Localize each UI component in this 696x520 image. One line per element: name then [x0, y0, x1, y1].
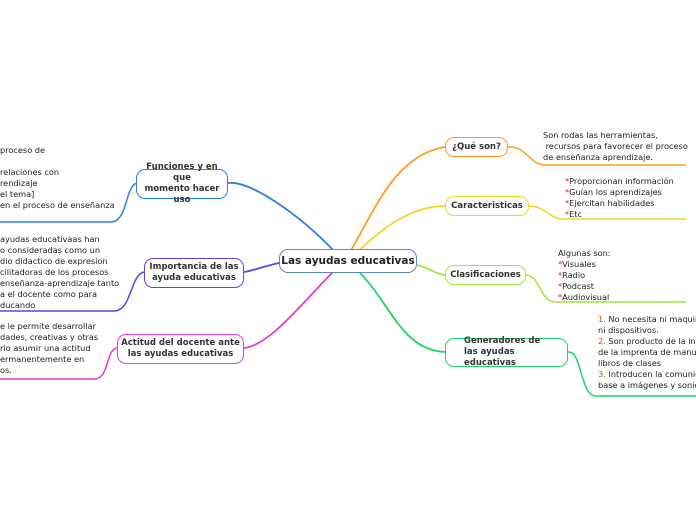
clasificaciones-item-text: Audiovisual	[562, 292, 610, 302]
importancia-line: ayudas educativaas han	[0, 234, 100, 244]
topic-generadores[interactable]: Generadores de las ayudas educativas	[445, 336, 568, 368]
generadores-number: 2.	[598, 336, 606, 346]
actitud-line: e le permite desarrollar	[0, 321, 96, 331]
importancia-line: ducando	[0, 300, 36, 310]
caracteristicas-item-text: Ejercitan habilidades	[569, 198, 655, 208]
generadores-line: 3. Introducen la comunica	[598, 369, 696, 380]
funciones-text: proceso de relaciones con rendizaje el t…	[0, 145, 115, 211]
bullet-asterisk: *	[565, 187, 570, 197]
clasificaciones-intro: Algunas son:	[558, 248, 611, 258]
topic-funciones[interactable]: Funciones y en que momento hacer uso	[136, 162, 228, 205]
clasificaciones-item-text: Visuales	[562, 259, 596, 269]
underline-que-son	[507, 146, 686, 166]
funciones-line: proceso de	[0, 145, 46, 155]
connector-importancia	[243, 261, 284, 273]
funciones-line: relaciones con	[0, 167, 60, 177]
actitud-line: ermanentemente en	[0, 354, 85, 364]
generadores-line-text: Son producto de la intr	[605, 336, 696, 346]
caracteristicas-item: *Proporcionan información	[565, 176, 674, 187]
que-son-text: Son rodas las herramientas, recursos par…	[543, 130, 688, 163]
que-son-line: Son rodas las herramientas,	[543, 130, 658, 140]
generadores-line-text: No necesita ni maquina	[605, 314, 696, 324]
funciones-line: en el proceso de enseñanza	[0, 200, 115, 210]
caracteristicas-item-text: Proporcionan información	[569, 176, 674, 186]
generadores-line-text: ni dispositivos.	[598, 325, 659, 335]
generadores-line: 2. Son producto de la intr	[598, 336, 696, 347]
underline-importancia	[0, 271, 145, 312]
caracteristicas-list: *Proporcionan información *Guían los apr…	[565, 176, 674, 220]
connector-generadores	[354, 267, 446, 353]
funciones-line: rendizaje	[0, 178, 38, 188]
bullet-asterisk: *	[565, 209, 570, 219]
topic-que-son[interactable]: ¿Qué son?	[445, 137, 508, 157]
generadores-line: base a imágenes y sonido	[598, 380, 696, 391]
underline-generadores	[567, 351, 696, 397]
generadores-line-text: libros de clases	[598, 358, 662, 368]
importancia-line: dio didactico de expresion	[0, 256, 108, 266]
generadores-list: 1. No necesita ni maquina ni dispositivo…	[598, 314, 696, 391]
actitud-line: rio asumir una actitud	[0, 343, 91, 353]
generadores-number: 1.	[598, 314, 606, 324]
clasificaciones-item: *Podcast	[558, 281, 611, 292]
importancia-line: o consideradas como un	[0, 245, 101, 255]
que-son-line: recursos para favorecer el proceso	[543, 141, 688, 151]
actitud-line: dades, creativas y otras	[0, 332, 99, 342]
caracteristicas-item: *Ejercitan habilidades	[565, 198, 674, 209]
generadores-line: ni dispositivos.	[598, 325, 696, 336]
bullet-asterisk: *	[558, 259, 563, 269]
generadores-line-text: base a imágenes y sonido	[598, 380, 696, 390]
generadores-number: 3.	[598, 369, 606, 379]
generadores-line-text: de la imprenta de manual	[598, 347, 696, 357]
clasificaciones-item: *Visuales	[558, 259, 611, 270]
funciones-line	[0, 156, 115, 167]
importancia-text: ayudas educativaas han o consideradas co…	[0, 234, 119, 311]
clasificaciones-item-text: Podcast	[562, 281, 594, 291]
connector-caracteristicas	[354, 205, 446, 255]
topic-actitud[interactable]: Actitud del docente ante las ayudas educ…	[117, 334, 244, 364]
caracteristicas-item: *Guían los aprendizajes	[565, 187, 674, 198]
caracteristicas-item-text: Etc	[569, 209, 582, 219]
central-topic[interactable]: Las ayudas educativas	[279, 249, 417, 273]
generadores-line: libros de clases	[598, 358, 696, 369]
connector-clasificaciones	[416, 264, 446, 276]
bullet-asterisk: *	[558, 281, 563, 291]
underline-caracteristicas	[528, 205, 686, 220]
connector-que-son	[349, 146, 446, 253]
bullet-asterisk: *	[565, 198, 570, 208]
bullet-asterisk: *	[558, 292, 563, 302]
importancia-line: cilitadoras de los procesos	[0, 267, 109, 277]
underline-funciones	[0, 182, 138, 223]
clasificaciones-list: Algunas son: *Visuales *Radio *Podcast *…	[558, 248, 611, 303]
topic-caracteristicas[interactable]: Caracteristicas	[445, 196, 529, 216]
clasificaciones-item: *Radio	[558, 270, 611, 281]
generadores-line: 1. No necesita ni maquina	[598, 314, 696, 325]
connector-funciones	[227, 182, 336, 253]
generadores-line-text: Introducen la comunica	[605, 369, 696, 379]
clasificaciones-item-text: Radio	[562, 270, 586, 280]
connector-actitud	[243, 269, 336, 349]
bullet-asterisk: *	[558, 270, 563, 280]
caracteristicas-item: *Etc	[565, 209, 674, 220]
importancia-line: a el docente como para	[0, 289, 98, 299]
underline-actitud	[0, 347, 118, 380]
underline-clasificaciones	[525, 274, 686, 303]
topic-importancia[interactable]: Importancia de las ayuda educativas	[144, 258, 244, 288]
caracteristicas-item-text: Guían los aprendizajes	[569, 187, 662, 197]
bullet-asterisk: *	[565, 176, 570, 186]
generadores-line: de la imprenta de manual	[598, 347, 696, 358]
topic-clasificaciones[interactable]: Clasificaciones	[445, 265, 526, 285]
importancia-line: enseñanza-aprendizaje tanto	[0, 278, 120, 288]
clasificaciones-item: *Audiovisual	[558, 292, 611, 303]
actitud-text: e le permite desarrollar dades, creativa…	[0, 321, 98, 376]
que-son-line: de enseñanza aprendizaje.	[543, 152, 654, 162]
actitud-line: os.	[0, 365, 12, 375]
funciones-line: el tema]	[0, 189, 35, 199]
